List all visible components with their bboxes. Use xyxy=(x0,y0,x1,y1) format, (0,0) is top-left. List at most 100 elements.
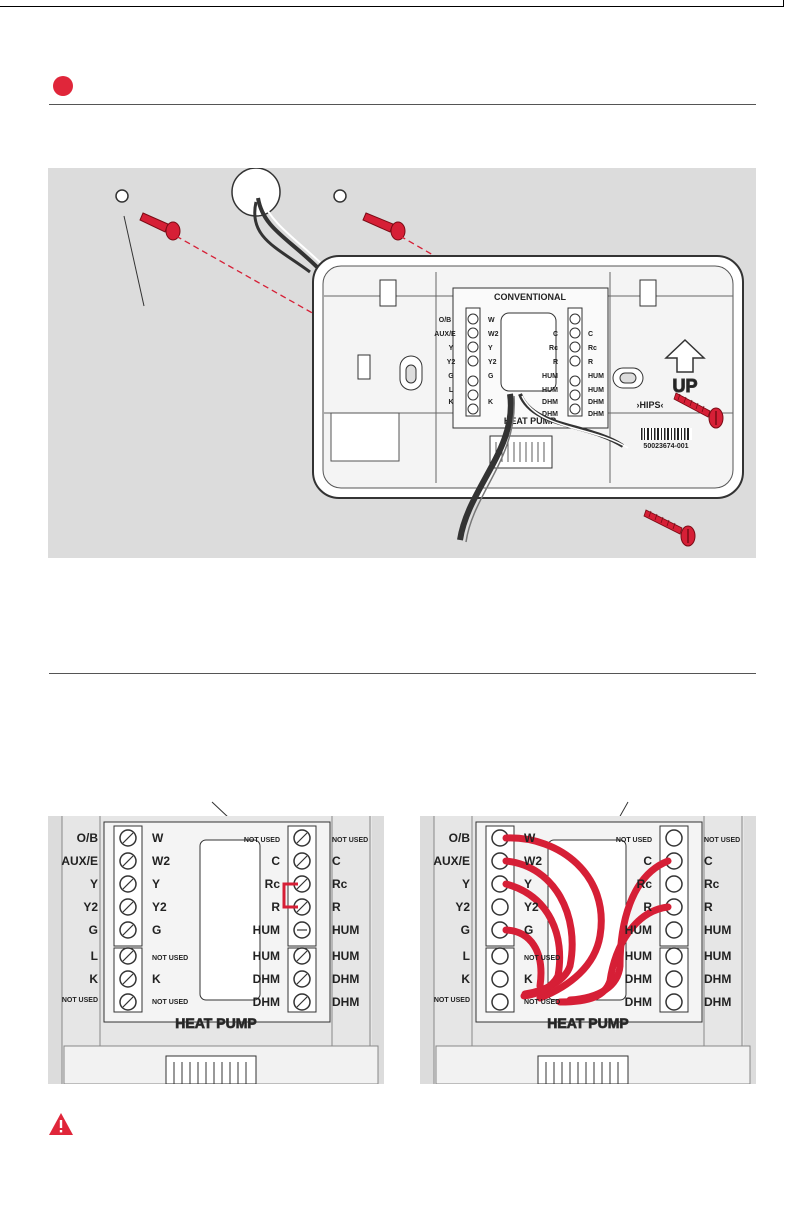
br-col4-r: R xyxy=(704,900,713,914)
br-col3-c: C xyxy=(643,854,652,868)
terminal-label-rc-outer: Rc xyxy=(588,345,597,352)
bl-col2-g: G xyxy=(152,923,161,937)
bl-col1-k: K xyxy=(89,972,98,986)
screw-column-right xyxy=(567,307,583,417)
terminal-label-r: R xyxy=(553,359,558,366)
bl-col2-w2: W2 xyxy=(152,854,170,868)
bl-col2-y2: Y2 xyxy=(152,900,167,914)
bl-col3-r: R xyxy=(271,900,280,914)
br-col3-dhm: DHM xyxy=(625,972,652,986)
bl-col1-g: G xyxy=(89,923,98,937)
bl-col1-y2: Y2 xyxy=(83,900,98,914)
terminal-label-y2-mid: Y2 xyxy=(488,359,497,366)
br-col1-auxe: AUX/E xyxy=(433,854,470,868)
bl-col3-c: C xyxy=(271,854,280,868)
br-col1-g: G xyxy=(461,923,470,937)
bl-col3-notused: NOT USED xyxy=(244,837,280,844)
section-divider-top xyxy=(49,104,756,105)
screw-column-left xyxy=(465,307,481,417)
terminal-label-y: Y xyxy=(449,345,454,352)
wall-hole-right xyxy=(333,189,347,203)
mounting-screw-lower xyxy=(643,509,696,547)
br-col4-dhm: DHM xyxy=(704,972,731,986)
br-col2-y2: Y2 xyxy=(524,900,539,914)
bl-col4-dhm2: DHM xyxy=(332,995,359,1009)
conventional-label: CONVENTIONAL xyxy=(494,292,567,302)
br-col4-hum2: HUM xyxy=(704,949,731,963)
crop-mark-top xyxy=(0,6,784,7)
wallplate-mounting-figure: CONVENTIONAL HEAT PUMP O/B AUX/E Y Y2 G … xyxy=(48,168,756,558)
wall-hole-left xyxy=(115,189,129,203)
br-col2-g: G xyxy=(524,923,533,937)
terminal-label-dhm2: DHM xyxy=(542,411,558,418)
terminal-wired-illustration: HEAT PUMP O/B AUX/E Y Y2 G L K W W2 Y Y2… xyxy=(433,816,751,1084)
bl-col2-notused: NOT USED xyxy=(152,955,188,962)
up-label: UP xyxy=(672,376,697,396)
bl-col1-auxe: AUX/E xyxy=(61,854,98,868)
bl-col3-hum: HUM xyxy=(253,923,280,937)
bl-col2-w: W xyxy=(152,831,164,845)
wallplate-illustration: CONVENTIONAL HEAT PUMP O/B AUX/E Y Y2 G … xyxy=(115,168,744,547)
bl-col1-y: Y xyxy=(90,877,98,891)
jumper-wire xyxy=(282,882,298,909)
terminal-label-dhm2-outer: DHM xyxy=(588,411,604,418)
section-divider-middle xyxy=(49,673,756,674)
thermostat-wires xyxy=(502,834,672,1006)
terminal-figure-wired: HEAT PUMP O/B AUX/E Y Y2 G L K W W2 Y Y2… xyxy=(420,816,756,1084)
terminal-label-k: K xyxy=(448,399,453,406)
terminal-label-dhm: DHM xyxy=(542,399,558,406)
bl-col4-hum: HUM xyxy=(332,923,359,937)
bl-col4-r: R xyxy=(332,900,341,914)
leader-line xyxy=(123,215,145,307)
bl-col4-c: C xyxy=(332,854,341,868)
br-col4-notused: NOT USED xyxy=(704,837,740,844)
bl-col4-hum2: HUM xyxy=(332,949,359,963)
heat-pump-label-left: HEAT PUMP xyxy=(175,1015,256,1031)
wall-anchor-right xyxy=(362,212,406,241)
bl-col3-dhm: DHM xyxy=(253,972,280,986)
heat-pump-label-right: HEAT PUMP xyxy=(547,1015,628,1031)
terminal-label-y-mid: Y xyxy=(488,345,493,352)
br-col1-k: K xyxy=(461,972,470,986)
terminal-figure-jumper: HEAT PUMP O/B AUX/E Y Y2 G L K W W2 Y Y2… xyxy=(48,816,384,1084)
br-col2-notused2: NOT USED xyxy=(524,999,560,1006)
terminal-label-hum-outer: HUM xyxy=(588,373,604,380)
terminal-label-y2: Y2 xyxy=(447,359,456,366)
br-col4-dhm2: DHM xyxy=(704,995,731,1009)
br-col4-rc: Rc xyxy=(704,877,720,891)
terminal-jumper-illustration: HEAT PUMP O/B AUX/E Y Y2 G L K W W2 Y Y2… xyxy=(61,816,379,1084)
br-col2-w2: W2 xyxy=(524,854,542,868)
br-col3-dhm2: DHM xyxy=(625,995,652,1009)
terminal-label-l: L xyxy=(449,387,454,394)
br-col1-notused: NOT USED xyxy=(434,997,470,1004)
part-number: 50023674-001 xyxy=(643,443,688,450)
bl-col2-y: Y xyxy=(152,877,160,891)
mounting-screw-upper xyxy=(673,392,724,429)
bl-col3-rc: Rc xyxy=(265,877,281,891)
step-badge xyxy=(53,76,73,96)
terminal-label-c: C xyxy=(553,331,558,338)
br-col2-k: K xyxy=(524,972,533,986)
terminal-label-k-mid: K xyxy=(488,399,493,406)
heat-pump-label: HEAT PUMP xyxy=(504,416,556,426)
terminal-label-hum2-outer: HUM xyxy=(588,387,604,394)
terminal-label-rc: Rc xyxy=(549,345,558,352)
bl-col1-notused: NOT USED xyxy=(62,997,98,1004)
br-col3-hum: HUM xyxy=(625,923,652,937)
br-col3-hum2: HUM xyxy=(625,949,652,963)
br-col2-y: Y xyxy=(524,877,532,891)
terminal-label-w: W xyxy=(488,317,495,324)
br-col3-rc: Rc xyxy=(637,877,653,891)
br-col1-y2: Y2 xyxy=(455,900,470,914)
br-col2-notused: NOT USED xyxy=(524,955,560,962)
barcode-icon xyxy=(640,428,692,440)
terminal-label-g: G xyxy=(448,373,454,380)
terminal-label-dhm-outer: DHM xyxy=(588,399,604,406)
bl-col2-notused2: NOT USED xyxy=(152,999,188,1006)
br-col4-c: C xyxy=(704,854,713,868)
crop-mark-right xyxy=(783,0,784,7)
terminal-label-ob: O/B xyxy=(439,317,451,324)
br-col1-l: L xyxy=(463,949,470,963)
wall-anchor-left xyxy=(139,212,181,241)
bl-col1-l: L xyxy=(91,949,98,963)
